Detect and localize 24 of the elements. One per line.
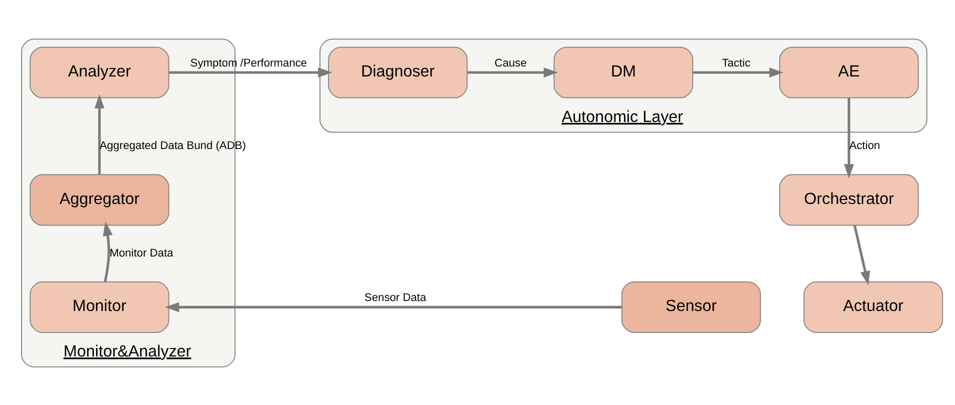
arrow (844, 98, 854, 178)
node-box: Aggregator (29, 174, 169, 226)
node-box: Analyzer (29, 46, 169, 98)
node-box: AE (778, 46, 918, 98)
arrow (164, 302, 622, 312)
edge-label: Sensor Data (364, 291, 426, 304)
arrow (94, 94, 104, 174)
node-box: Actuator (802, 280, 943, 332)
node-box: Monitor (29, 280, 169, 332)
edge-label: Cause (494, 56, 526, 69)
node-box: Sensor (620, 280, 760, 332)
arrow (102, 221, 112, 282)
edge-label: Tactic (721, 56, 750, 69)
edge-label: Monitor Data (109, 246, 173, 259)
arrow (466, 67, 558, 77)
arrow (692, 67, 783, 77)
edge-label: Action (848, 140, 880, 152)
arrow (168, 67, 332, 77)
node-box: Diagnoser (328, 46, 468, 98)
arrow (852, 224, 870, 285)
edge-label: Aggregated Data Bund (ADB) (99, 140, 246, 152)
node-box: Orchestrator (778, 174, 918, 226)
edge-label: Symptom /Performance (190, 56, 306, 69)
node-box: DM (553, 46, 693, 98)
